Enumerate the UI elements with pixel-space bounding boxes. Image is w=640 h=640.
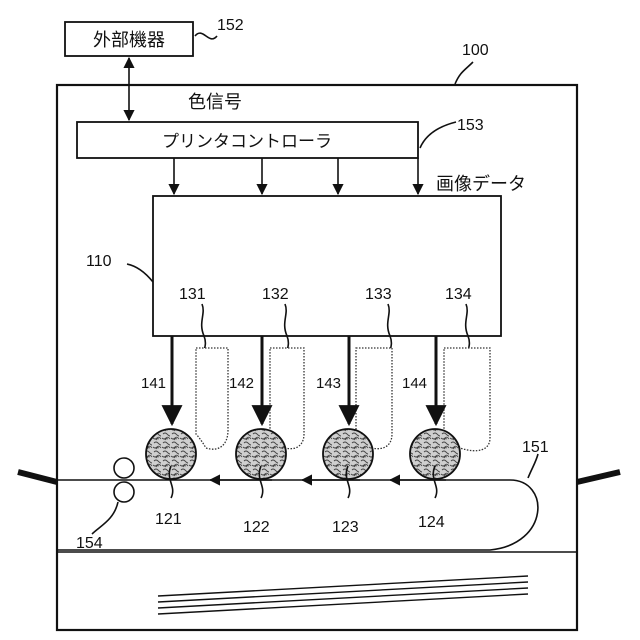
paper-sheet-2: [158, 582, 528, 602]
paper-sheet-3: [158, 588, 528, 608]
ref-151: 151: [522, 439, 549, 456]
ref-110: 110: [86, 253, 112, 270]
printer-controller-label: プリンタコントローラ: [162, 132, 332, 152]
ref-143: 143: [316, 375, 341, 392]
ref-122: 122: [243, 519, 270, 536]
ref-142: 142: [229, 375, 254, 392]
leader-151: [528, 454, 538, 478]
photosensitive-drum-124: [410, 429, 460, 479]
developer-unit-131: [196, 348, 228, 449]
exposure-unit-box: [153, 196, 501, 336]
ref-133: 133: [365, 286, 392, 303]
leader-152: [195, 33, 217, 39]
fixing-roller-lower: [114, 482, 134, 502]
leader-153: [420, 122, 456, 148]
ref-141: 141: [141, 375, 166, 392]
ref-153: 153: [457, 117, 484, 134]
exit-tray-left: [18, 472, 57, 482]
leader-100: [455, 62, 473, 84]
external-device-label: 外部機器: [93, 30, 165, 51]
paper-sheet-4: [158, 594, 528, 614]
leader-154: [92, 502, 118, 534]
ref-124: 124: [418, 514, 445, 531]
ref-121: 121: [155, 511, 182, 528]
paper-sheet-1: [158, 576, 528, 596]
ref-131: 131: [179, 286, 206, 303]
image-data-label: 画像データ: [436, 174, 526, 195]
ref-123: 123: [332, 519, 359, 536]
photosensitive-drum-121: [146, 429, 196, 479]
color-signal-label: 色信号: [188, 92, 242, 113]
ref-100: 100: [462, 42, 489, 59]
exit-tray-right: [577, 472, 620, 482]
ref-154: 154: [76, 535, 103, 552]
ref-132: 132: [262, 286, 289, 303]
fixing-roller-upper: [114, 458, 134, 478]
ref-152: 152: [217, 17, 244, 34]
leader-110: [127, 264, 153, 282]
ref-144: 144: [402, 375, 427, 392]
ref-134: 134: [445, 286, 472, 303]
photosensitive-drum-123: [323, 429, 373, 479]
photosensitive-drum-122: [236, 429, 286, 479]
